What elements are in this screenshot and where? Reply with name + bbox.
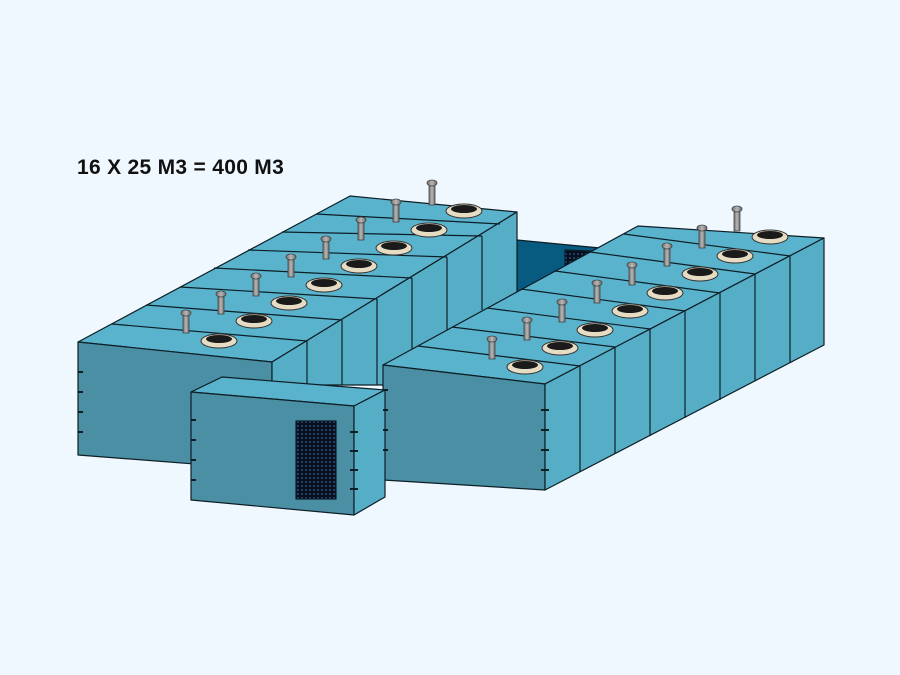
manhole xyxy=(506,359,544,375)
manhole xyxy=(235,313,273,329)
manhole xyxy=(716,248,754,264)
manhole xyxy=(445,203,483,219)
left-bank-fittings xyxy=(180,179,483,349)
manhole xyxy=(200,333,238,349)
manhole xyxy=(576,322,614,338)
manhole xyxy=(751,229,789,245)
manhole xyxy=(270,295,308,311)
manhole xyxy=(410,222,448,238)
manhole xyxy=(375,240,413,256)
manhole xyxy=(646,285,684,301)
pump-enclosure xyxy=(190,376,386,516)
manhole xyxy=(611,303,649,319)
manhole xyxy=(340,258,378,274)
manhole xyxy=(305,277,343,293)
manhole xyxy=(541,340,579,356)
capacity-label: 16 X 25 M3 = 400 M3 xyxy=(77,156,285,179)
ventilation-grille xyxy=(295,420,337,500)
manhole xyxy=(681,266,719,282)
right-bank-fittings xyxy=(486,205,789,375)
